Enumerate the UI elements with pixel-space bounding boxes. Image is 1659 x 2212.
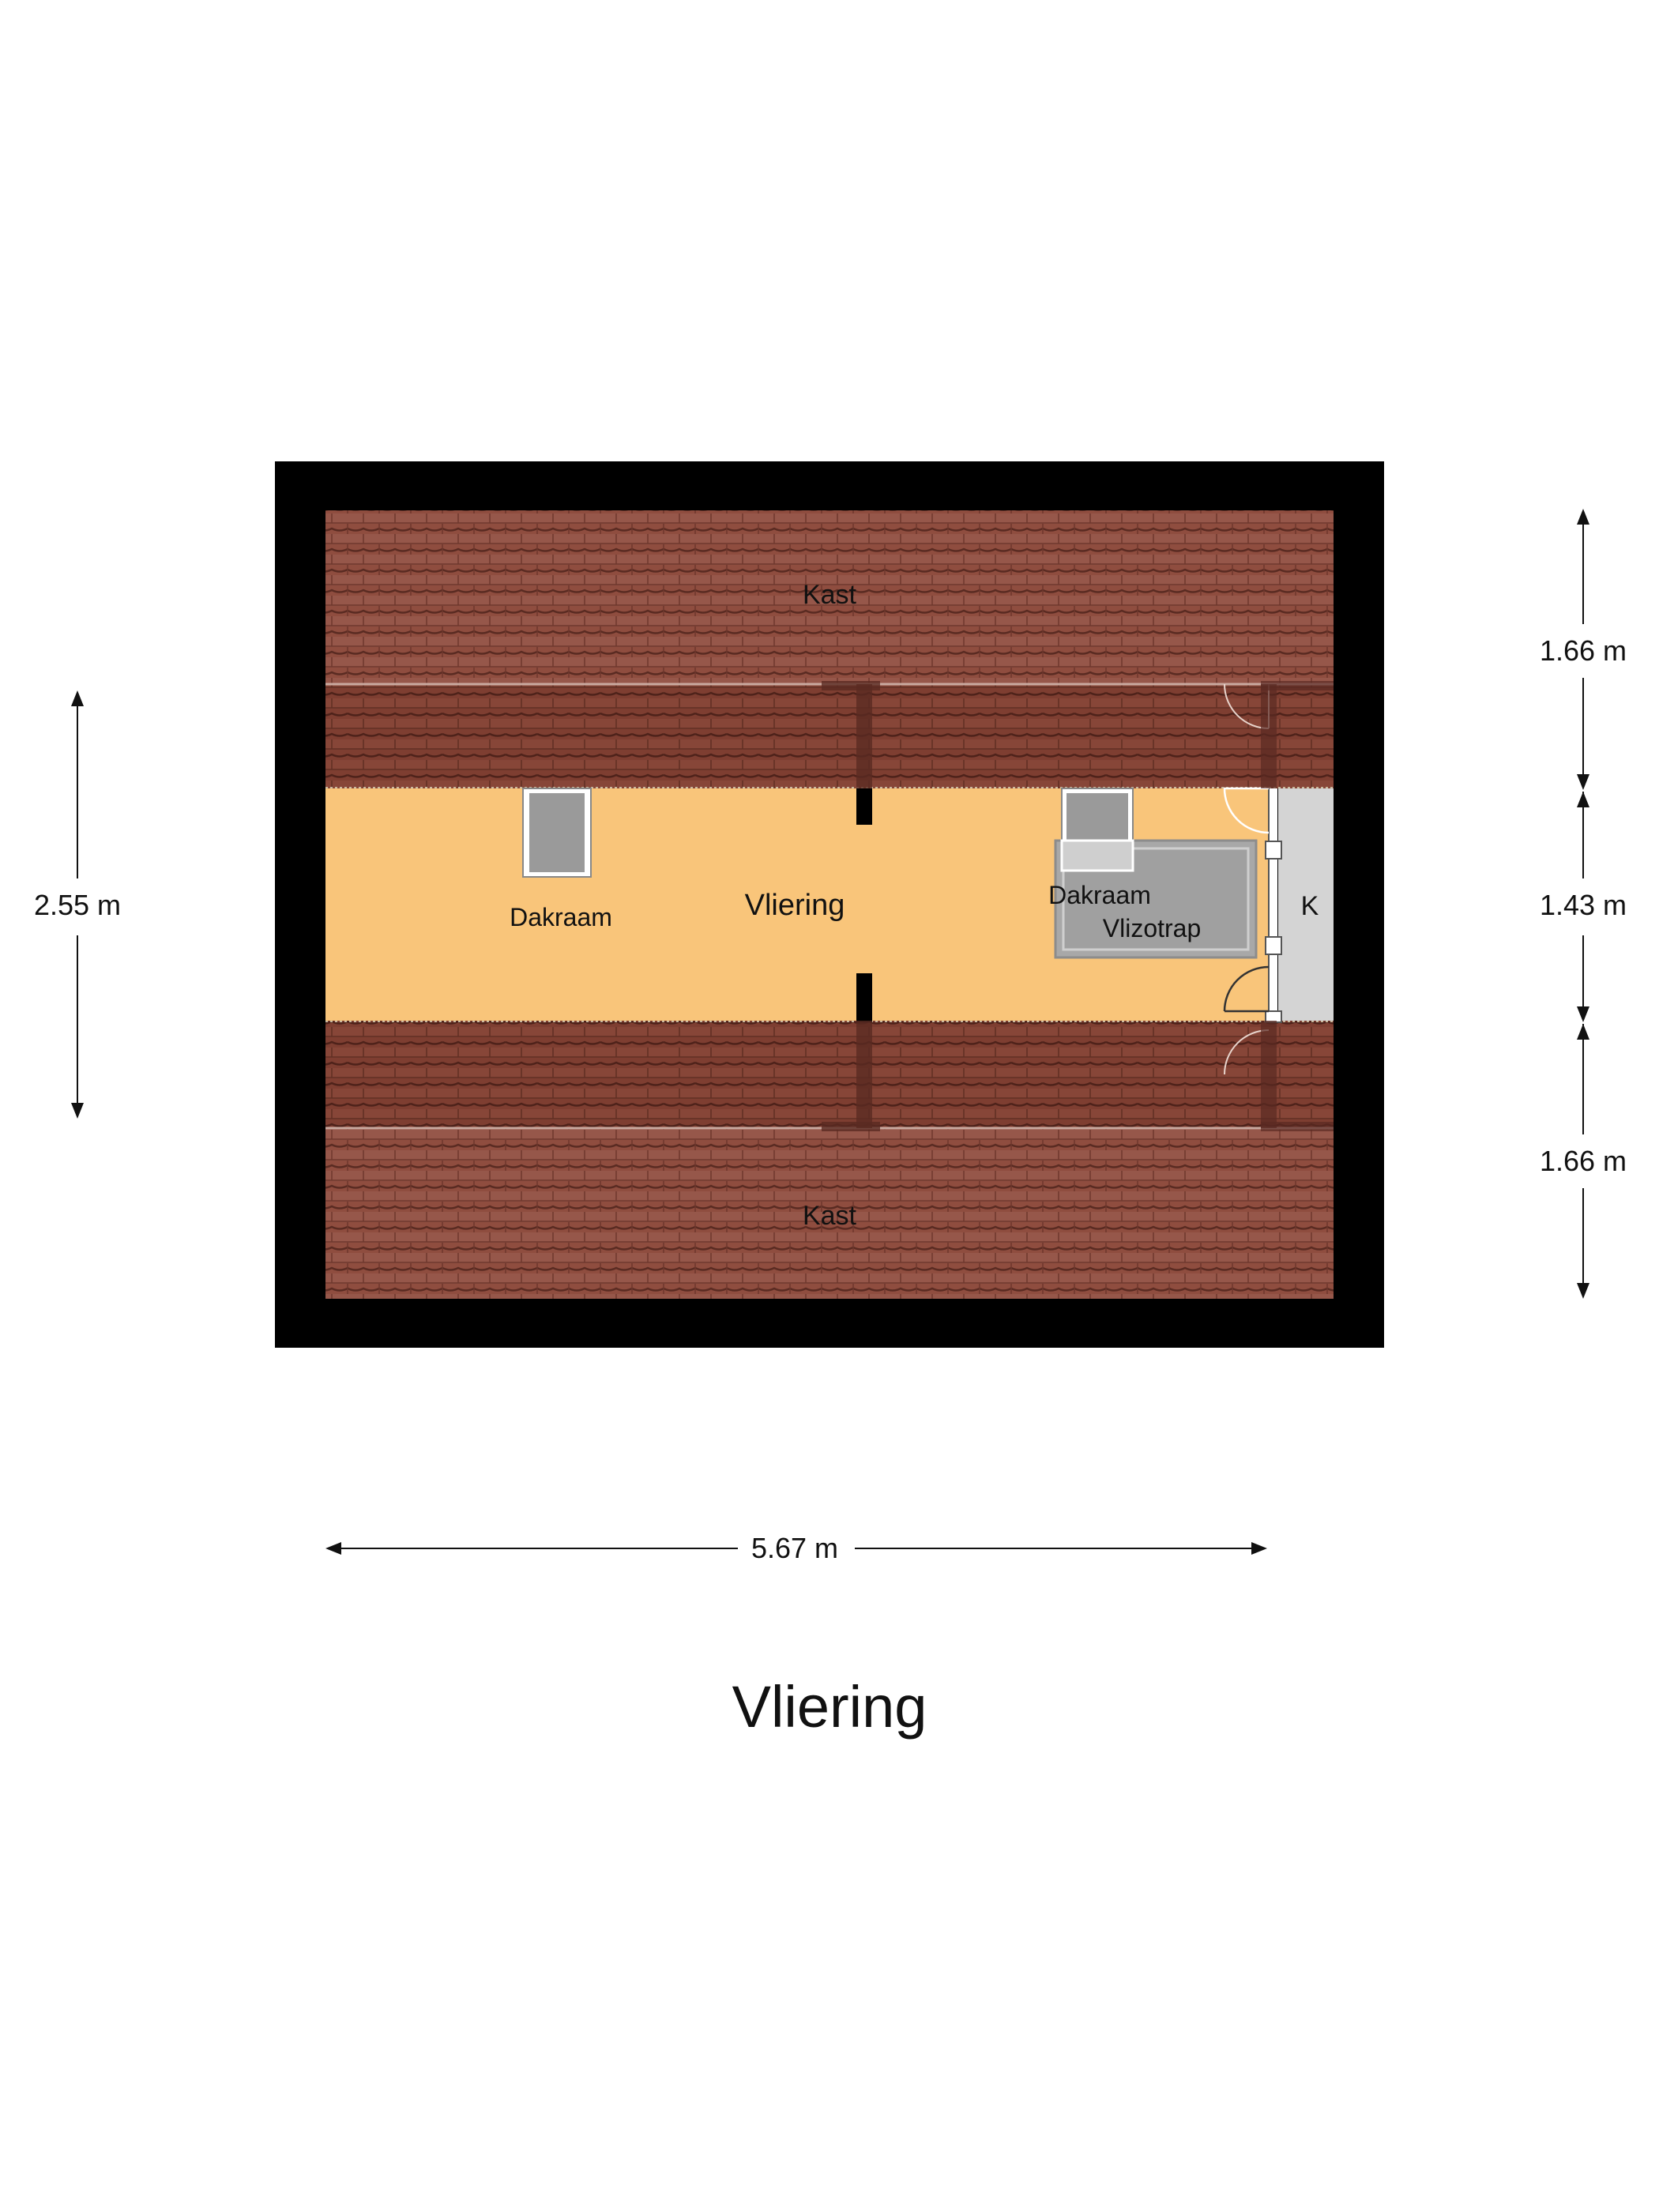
- skylight-right-glass: [1066, 793, 1128, 841]
- right-post-top: [1261, 684, 1277, 788]
- room-label-k: K: [1301, 891, 1319, 921]
- dim-arrow-left: [325, 1542, 341, 1555]
- sloped-roof-bottom: [325, 1021, 1334, 1128]
- dim-label-right-top: 1.66 m: [1540, 634, 1627, 667]
- dim-arrow-up: [1577, 1024, 1589, 1040]
- dim-arrow-down: [71, 1103, 84, 1119]
- dim-arrow-down: [1577, 1006, 1589, 1022]
- dim-arrow-up: [1577, 509, 1589, 525]
- room-label-kast-bottom: Kast: [803, 1201, 857, 1231]
- partition-post-top: [856, 788, 872, 825]
- sloped-roof-top: [325, 684, 1334, 788]
- beam-cap-top: [822, 681, 880, 690]
- room-label-vlizotrap: Vlizotrap: [1103, 914, 1202, 942]
- dim-arrow-down: [1577, 1283, 1589, 1299]
- door-swing-kast-bottom: [1224, 1029, 1270, 1075]
- right-cap-top: [1261, 681, 1334, 690]
- right-post-bottom: [1261, 1021, 1277, 1128]
- partition-beam-top: [856, 684, 872, 788]
- dim-label-right-bottom: 1.66 m: [1540, 1145, 1627, 1177]
- vlizotrap-hatch-inner: [1062, 847, 1250, 951]
- dim-label-width: 5.67 m: [751, 1532, 838, 1564]
- partition-beam-bottom: [856, 1021, 872, 1128]
- closet-k-hinge: [1265, 1010, 1282, 1023]
- dim-label-right-middle: 1.43 m: [1540, 889, 1627, 921]
- door-swing-top: [1223, 787, 1270, 834]
- beam-cap-bottom: [822, 1122, 880, 1131]
- dim-arrow-down: [1577, 774, 1589, 790]
- dim-arrow-up: [1577, 792, 1589, 807]
- room-label-kast-top: Kast: [803, 580, 857, 610]
- partition-post-bottom: [856, 973, 872, 1022]
- closet-k-hinge: [1265, 936, 1282, 955]
- dim-arrow-up: [71, 690, 84, 706]
- skylight-left-glass: [529, 793, 585, 872]
- dim-arrow-right: [1251, 1542, 1267, 1555]
- floor-title: Vliering: [732, 1674, 927, 1740]
- room-label-vliering: Vliering: [745, 889, 845, 922]
- door-swing-bottom: [1223, 965, 1270, 1012]
- closet-k-hinge: [1265, 841, 1282, 860]
- right-cap-bottom: [1261, 1122, 1334, 1131]
- dim-label-height-left: 2.55 m: [34, 889, 121, 921]
- closet-k: [1278, 788, 1334, 1021]
- room-label-dakraam-right: Dakraam: [1048, 881, 1151, 909]
- room-label-dakraam-left: Dakraam: [510, 903, 612, 931]
- skylight-right-frame: [1060, 839, 1134, 872]
